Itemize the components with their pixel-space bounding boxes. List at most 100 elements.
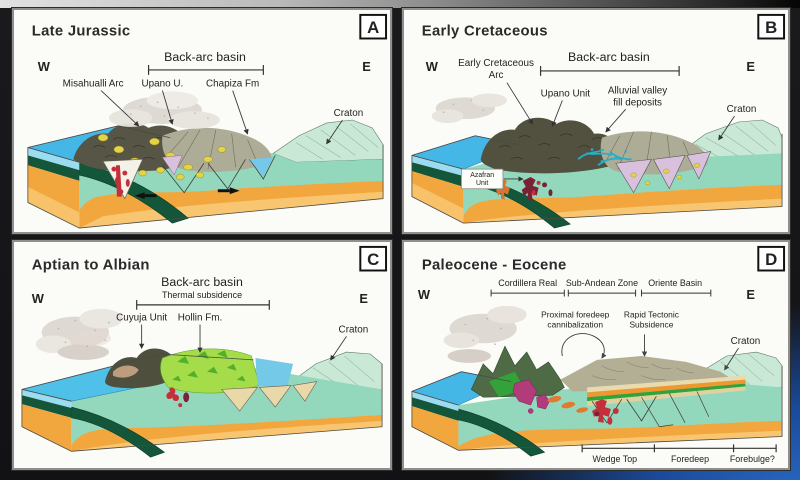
volcanic-arc-mass [480,117,620,174]
leader-lines [138,324,347,361]
backarc-basin-label: Back-arc basin [164,50,246,64]
left-face-ocean-strip [21,389,72,409]
fan-deposits [600,131,708,175]
subandean-zone-label: Sub-Andean Zone [566,278,638,288]
chapiza-label: Chapiza Fm [206,79,259,90]
panel-title: Early Cretaceous [422,24,548,40]
foredeep-label: Foredeep [671,454,709,464]
panel-late-jurassic: Late Jurassic A W E Back-arc basin Misah… [12,8,392,234]
proximal-foredeep-label-line2: cannibalization [547,320,603,330]
pink-wedge [161,155,183,176]
subducting-slab [458,408,546,457]
west-label: W [32,291,45,306]
craton-label: Craton [339,324,369,335]
panel-title: Late Jurassic [32,24,131,40]
east-label: E [359,291,368,306]
magma-intrusions [111,165,130,197]
leader-lines [100,90,343,145]
hollin-fm-label: Hollin Fm. [178,313,222,324]
left-face-slab-strip [27,155,80,181]
blue-strip [255,357,294,388]
craton-label: Craton [334,108,364,119]
extension-arrows [134,187,240,200]
block-edges [411,365,783,451]
panel-early-cretaceous: Azafran Unit Early Cretaceous B W E Back… [402,8,790,234]
zone-bracket-lines [490,289,712,297]
foreland-bracket [581,444,777,453]
rapid-subsidence-label-line1: Rapid Tectonic [624,310,679,320]
early-cretaceous-arc-label-line1: Early Cretaceous [458,58,534,69]
orange-lenses [547,395,588,413]
arc-tan-patch [112,365,139,378]
left-face-slab-strip [411,397,459,421]
subducting-slab [71,406,166,458]
panel-letter: A [367,18,379,37]
craton-hatch-lines [295,123,379,160]
proximal-foredeep-label-line1: Proximal foredeep [541,310,610,320]
magma-intrusions [592,399,619,425]
top-gradient-bar [0,0,800,8]
foredeep-strata [587,375,746,407]
panel-letter: D [765,250,777,269]
left-face-slab-strip [21,395,72,418]
backarc-bracket [147,65,264,75]
cuyuja-unit-label: Cuyuja Unit [116,313,167,324]
craton-label: Craton [731,336,761,347]
panel-title: Paleocene - Eocene [422,258,567,274]
wedge-yellow-spots [630,162,701,186]
forebulge-label: Forebulge? [730,454,775,464]
block-edges [411,133,783,224]
upland-wrinkles [591,361,694,380]
panel-letter-box [757,13,786,40]
azafran-unit-box [461,168,504,190]
blue-sediment-patch [249,157,274,177]
eruption-plume [35,308,123,360]
east-label: E [362,59,371,74]
volcanic-arc-mass [105,348,177,389]
panel-letter: C [367,250,379,269]
misahualli-arc-label: Misahualli Arc [63,79,124,90]
panel-title: Aptian to Albian [32,258,150,274]
mantle-front [458,420,783,451]
eruption-plume [431,93,507,123]
mantle-light-band [458,430,783,451]
wedge-top-label: Wedge Top [592,454,637,464]
azafran-label-line2: Unit [476,180,488,187]
azafran-label-line1: Azafran [470,172,494,179]
magma-intrusions [166,387,190,408]
early-cretaceous-arc-label-line2: Arc [489,70,504,81]
east-label: E [746,287,755,302]
rapid-subsidence-label-line2: Subsidence [629,320,673,330]
block-edges [21,353,383,452]
upano-label: Upano U. [142,79,184,90]
panel-letter-box [757,245,786,272]
left-face-mantle [21,404,72,452]
left-face-mantle-light [27,186,80,229]
upano-unit-label: Upano Unit [541,88,591,99]
basement-faults [641,391,710,428]
left-face-ocean-strip [411,155,464,177]
backarc-basin-label: Back-arc basin [568,50,650,64]
east-label: E [746,59,755,74]
left-face-mantle-light [411,182,464,224]
panel-letter-box [359,13,388,40]
backarc-bracket [539,65,680,76]
backarc-basin-label: Back-arc basin [161,275,243,289]
mantle-light-band [79,191,384,229]
west-label: W [38,59,51,74]
alluvial-channels [577,148,632,166]
panel-letter-box [359,245,388,272]
eruption-plume [443,305,527,363]
panel-aptian-albian: Aptian to Albian C W E Back-arc basin Th… [12,240,392,470]
west-label: W [418,287,431,302]
left-face-ocean-strip [27,147,80,171]
tan-foreland-wedges [221,381,318,412]
alluvial-label-line2: fill deposits [613,97,662,108]
eruption-plume [108,91,220,129]
panel-paleocene-eocene: Paleocene - Eocene D W E Cordillera Real… [402,240,790,470]
block-edges [27,125,384,229]
oriente-basin-label: Oriente Basin [648,278,702,288]
craton-label: Craton [727,104,757,115]
cordillera-real-label: Cordillera Real [498,278,557,288]
